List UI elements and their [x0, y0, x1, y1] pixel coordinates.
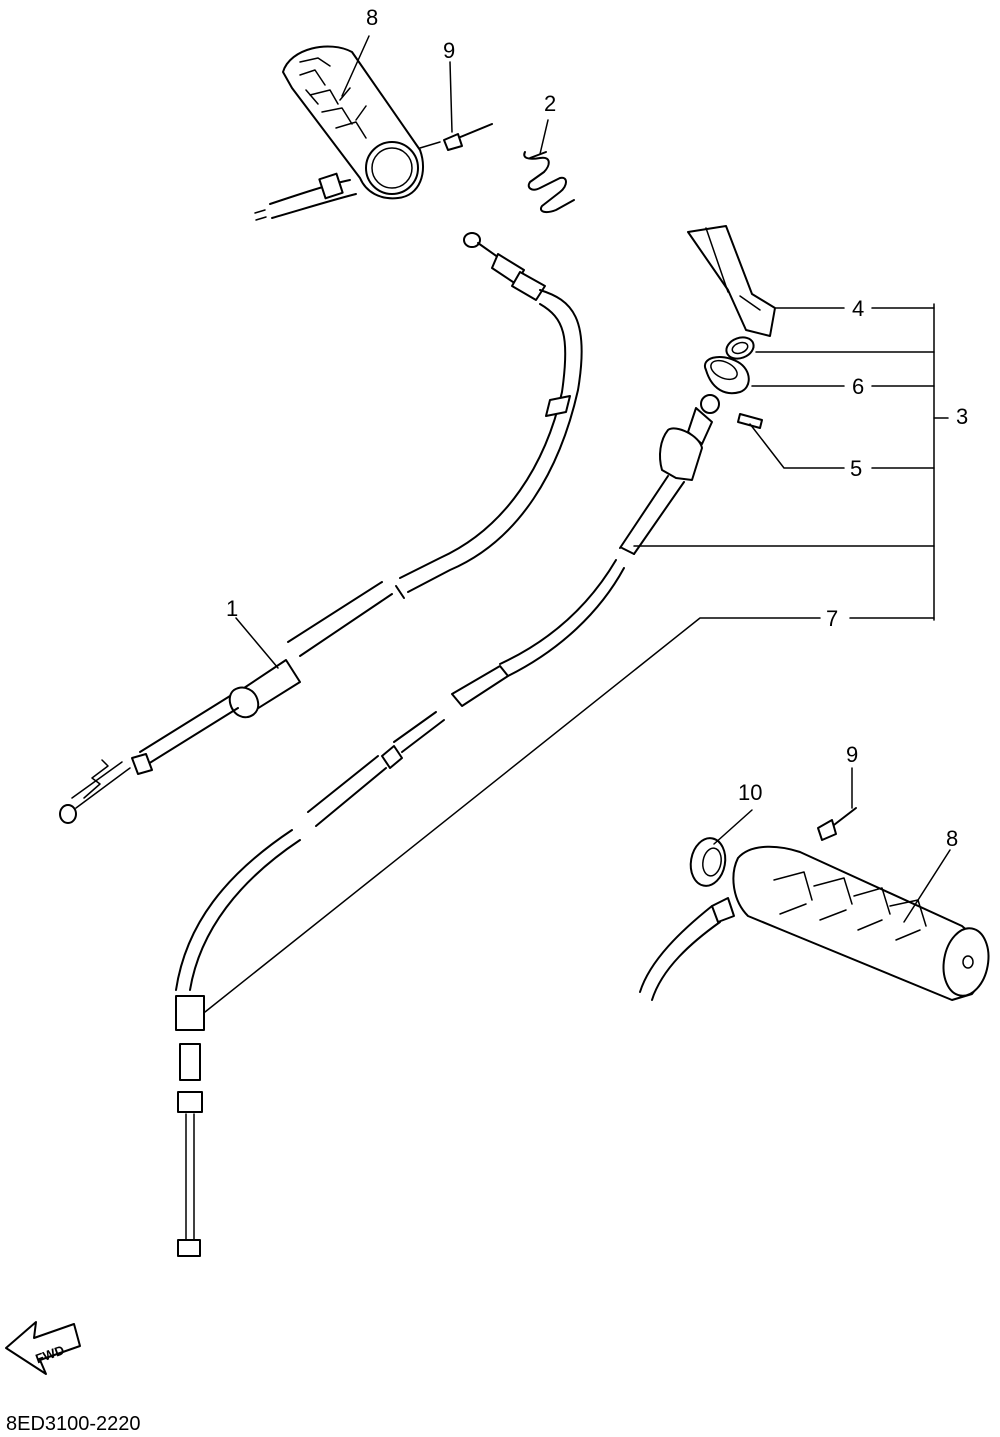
callout-clip: 2 — [544, 91, 556, 116]
callout-cable-7: 7 — [826, 606, 838, 631]
callout-washer: 6 — [852, 374, 864, 399]
washer-ring — [725, 336, 755, 360]
fwd-arrow-icon: FWD — [5, 1321, 81, 1375]
washer — [703, 355, 750, 395]
diagram-code: 8ED3100-2220 — [6, 1413, 141, 1435]
pin-top — [419, 123, 493, 151]
left-grip — [254, 45, 424, 221]
callout-lever-assy: 3 — [956, 404, 968, 429]
clip — [523, 151, 575, 214]
right-grip — [639, 845, 990, 1001]
callout-throttle-cable: 1 — [226, 596, 238, 621]
throttle-cable — [59, 232, 583, 824]
pin-right — [817, 807, 857, 841]
callout-lever: 4 — [852, 296, 864, 321]
pin-5 — [737, 413, 763, 429]
collar — [689, 837, 727, 887]
callout-pin: 5 — [850, 456, 862, 481]
cable-7 — [175, 394, 720, 1257]
callout-grip-left: 8 — [366, 5, 378, 30]
callout-pin-right: 9 — [846, 742, 858, 767]
callout-collar: 10 — [738, 780, 762, 805]
lever — [687, 225, 776, 337]
callout-pin-top: 9 — [443, 38, 455, 63]
callout-grip-right: 8 — [946, 826, 958, 851]
leader-lines — [204, 35, 951, 1013]
